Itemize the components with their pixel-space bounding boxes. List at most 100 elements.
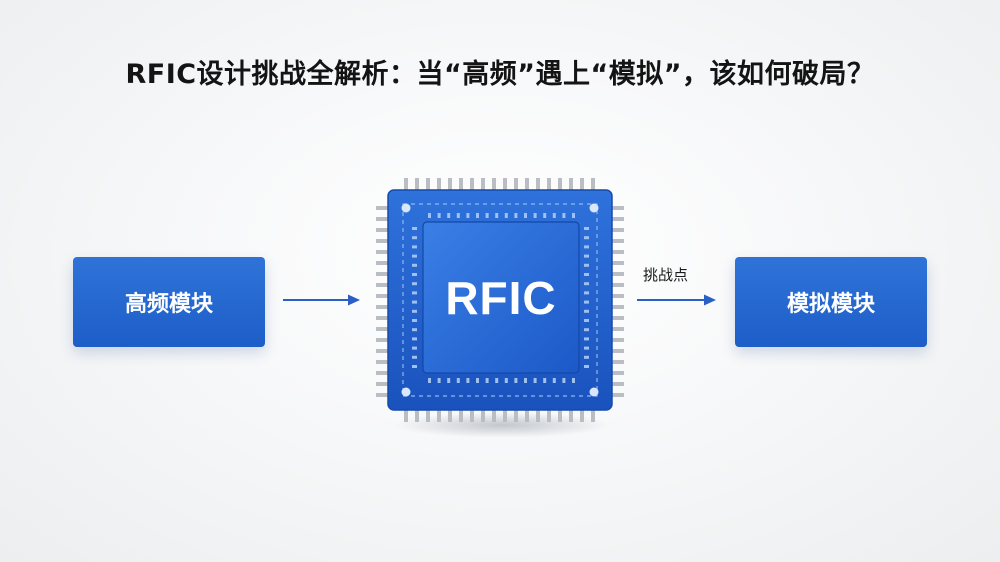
- chip-pins-bottom: [404, 408, 595, 422]
- chip-pad: [428, 213, 431, 218]
- analog-module-label: 模拟模块: [786, 292, 875, 317]
- chip-pin: [547, 408, 551, 422]
- chip-pad: [437, 378, 441, 383]
- chip-pin: [610, 305, 624, 309]
- chip-pad: [562, 213, 566, 218]
- chip-pin: [376, 272, 390, 276]
- chip-pad: [524, 213, 527, 218]
- chip-corner-dot: [589, 387, 599, 397]
- chip-pad: [584, 273, 589, 276]
- chip-pad: [412, 365, 417, 368]
- chip-pad: [552, 213, 556, 218]
- chip-pin: [547, 178, 551, 192]
- chip-pin: [376, 294, 390, 298]
- chip-to-right-arrow: [637, 294, 716, 306]
- chip-pin: [610, 261, 624, 265]
- chip-pin: [376, 239, 390, 243]
- chip-pin: [569, 408, 573, 422]
- chip-pin: [610, 360, 624, 364]
- chip-pad: [584, 300, 589, 304]
- chip-pins-top: [404, 178, 595, 192]
- chip-pin: [481, 408, 485, 422]
- chip-pin: [610, 327, 624, 331]
- chip-pad: [412, 300, 417, 304]
- chip-pad: [562, 378, 566, 383]
- chip-pad: [584, 319, 589, 322]
- chip-pad: [412, 245, 417, 249]
- chip-pin: [536, 178, 540, 192]
- chip-pin: [376, 338, 390, 342]
- chip-pin: [514, 408, 518, 422]
- chip-pad: [524, 378, 527, 383]
- chip-pad: [447, 378, 451, 383]
- chip-pin: [481, 178, 485, 192]
- chip-pin: [610, 239, 624, 243]
- chip-pins-left: [376, 206, 390, 397]
- chip-pin: [591, 178, 595, 192]
- analog-module-box: 模拟模块: [735, 257, 927, 347]
- chip-pad: [485, 378, 489, 383]
- chip-pin: [610, 382, 624, 386]
- chip-pad: [412, 282, 417, 286]
- chip-pad: [456, 213, 460, 218]
- chip-pad: [514, 213, 518, 218]
- chip-pin: [536, 408, 540, 422]
- chip-pad: [412, 236, 417, 240]
- chip-pin: [376, 228, 390, 232]
- chip-pad: [412, 337, 417, 341]
- chip-pin: [610, 228, 624, 232]
- chip-pin: [610, 316, 624, 320]
- chip-pin: [610, 206, 624, 210]
- chip-pad: [412, 328, 417, 332]
- chip-pin: [470, 408, 474, 422]
- chip-pin: [404, 408, 408, 422]
- chip-pin: [376, 316, 390, 320]
- chip-pad: [584, 346, 589, 350]
- chip-pin: [376, 261, 390, 265]
- high-frequency-module-box: 高频模块: [73, 257, 265, 347]
- chip-pin: [437, 178, 441, 192]
- chip-pad: [447, 213, 451, 218]
- chip-pin: [610, 217, 624, 221]
- chip-pad: [466, 213, 470, 218]
- chip-pin: [426, 408, 430, 422]
- chip-pin: [376, 206, 390, 210]
- chip-pad: [584, 309, 589, 313]
- chip-pin: [459, 408, 463, 422]
- chip-pin: [376, 360, 390, 364]
- chip-pin: [610, 294, 624, 298]
- chip-pad: [412, 254, 417, 258]
- chip-pad: [543, 213, 547, 218]
- chip-pin: [610, 349, 624, 353]
- chip-pad: [428, 378, 431, 383]
- chip-pad: [485, 213, 489, 218]
- chip-pin: [376, 217, 390, 221]
- chip-inner-dashed-border: [402, 203, 598, 397]
- chip-pad: [584, 337, 589, 341]
- chip-pad: [412, 263, 417, 267]
- chip-corner-dot: [401, 203, 411, 213]
- chip-pin: [376, 283, 390, 287]
- chip-pin: [580, 178, 584, 192]
- chip-pin: [610, 272, 624, 276]
- chip-pad: [584, 365, 589, 368]
- rfic-chip: [376, 178, 624, 422]
- chip-pad: [437, 213, 441, 218]
- chip-pin: [376, 393, 390, 397]
- chip-pin: [558, 408, 562, 422]
- chip-pad: [543, 378, 547, 383]
- chip-pad: [495, 213, 499, 218]
- chip-pin: [525, 408, 529, 422]
- chip-pad: [412, 346, 417, 350]
- chip-pad: [584, 227, 589, 230]
- chip-pad: [514, 378, 518, 383]
- chip-pad: [456, 378, 460, 383]
- chip-pin: [558, 178, 562, 192]
- chip-pin: [376, 327, 390, 331]
- chip-pin: [492, 178, 496, 192]
- chip-pin: [376, 250, 390, 254]
- chip-pin: [415, 408, 419, 422]
- chip-pad: [412, 291, 417, 295]
- chip-corner-dot: [589, 203, 599, 213]
- chip-pin: [426, 178, 430, 192]
